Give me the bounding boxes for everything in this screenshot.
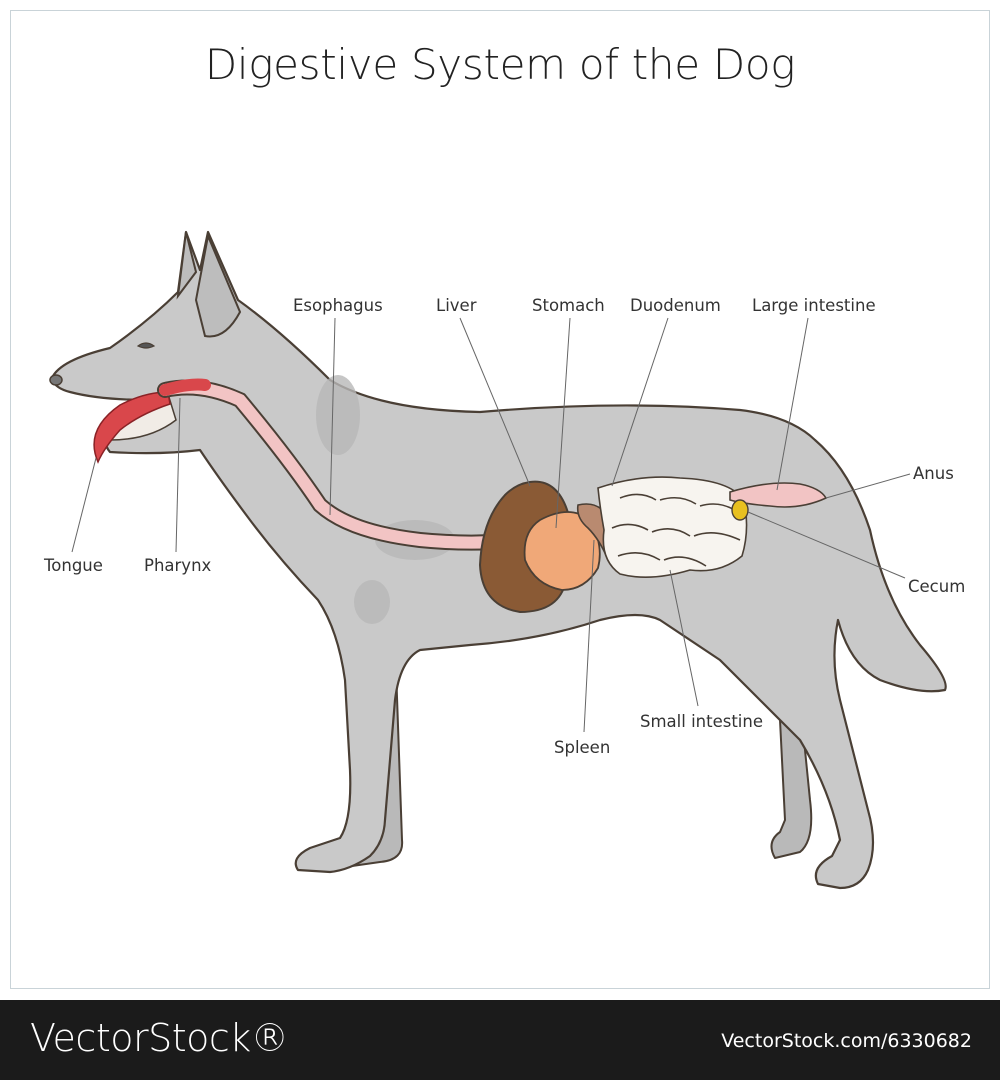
label-stomach: Stomach bbox=[532, 296, 605, 315]
esophagus-fill bbox=[159, 381, 546, 549]
image-id-text: VectorStock.com/6330682 bbox=[721, 1030, 972, 1052]
label-large-intestine: Large intestine bbox=[752, 296, 876, 315]
label-duodenum: Duodenum bbox=[630, 296, 721, 315]
footer-bar: VectorStock® VectorStock.com/6330682 bbox=[0, 1000, 1000, 1080]
label-cecum: Cecum bbox=[908, 577, 966, 596]
brand-logo: VectorStock® bbox=[30, 1016, 289, 1060]
label-pharynx: Pharynx bbox=[144, 556, 212, 575]
diagram-title: Digestive System of the Dog bbox=[204, 40, 796, 89]
label-tongue: Tongue bbox=[44, 556, 103, 575]
pharynx bbox=[159, 378, 211, 396]
ears bbox=[176, 231, 242, 338]
label-anus: Anus bbox=[913, 464, 954, 483]
label-small-intestine: Small intestine bbox=[640, 712, 763, 731]
intestines bbox=[597, 476, 748, 578]
cecum bbox=[731, 499, 749, 521]
label-esophagus: Esophagus bbox=[293, 296, 383, 315]
label-liver: Liver bbox=[436, 296, 477, 315]
nose bbox=[49, 374, 63, 386]
label-spleen: Spleen bbox=[554, 738, 611, 757]
leader-lines bbox=[71, 317, 911, 733]
eye bbox=[136, 342, 156, 349]
dog-illustration bbox=[49, 230, 947, 890]
